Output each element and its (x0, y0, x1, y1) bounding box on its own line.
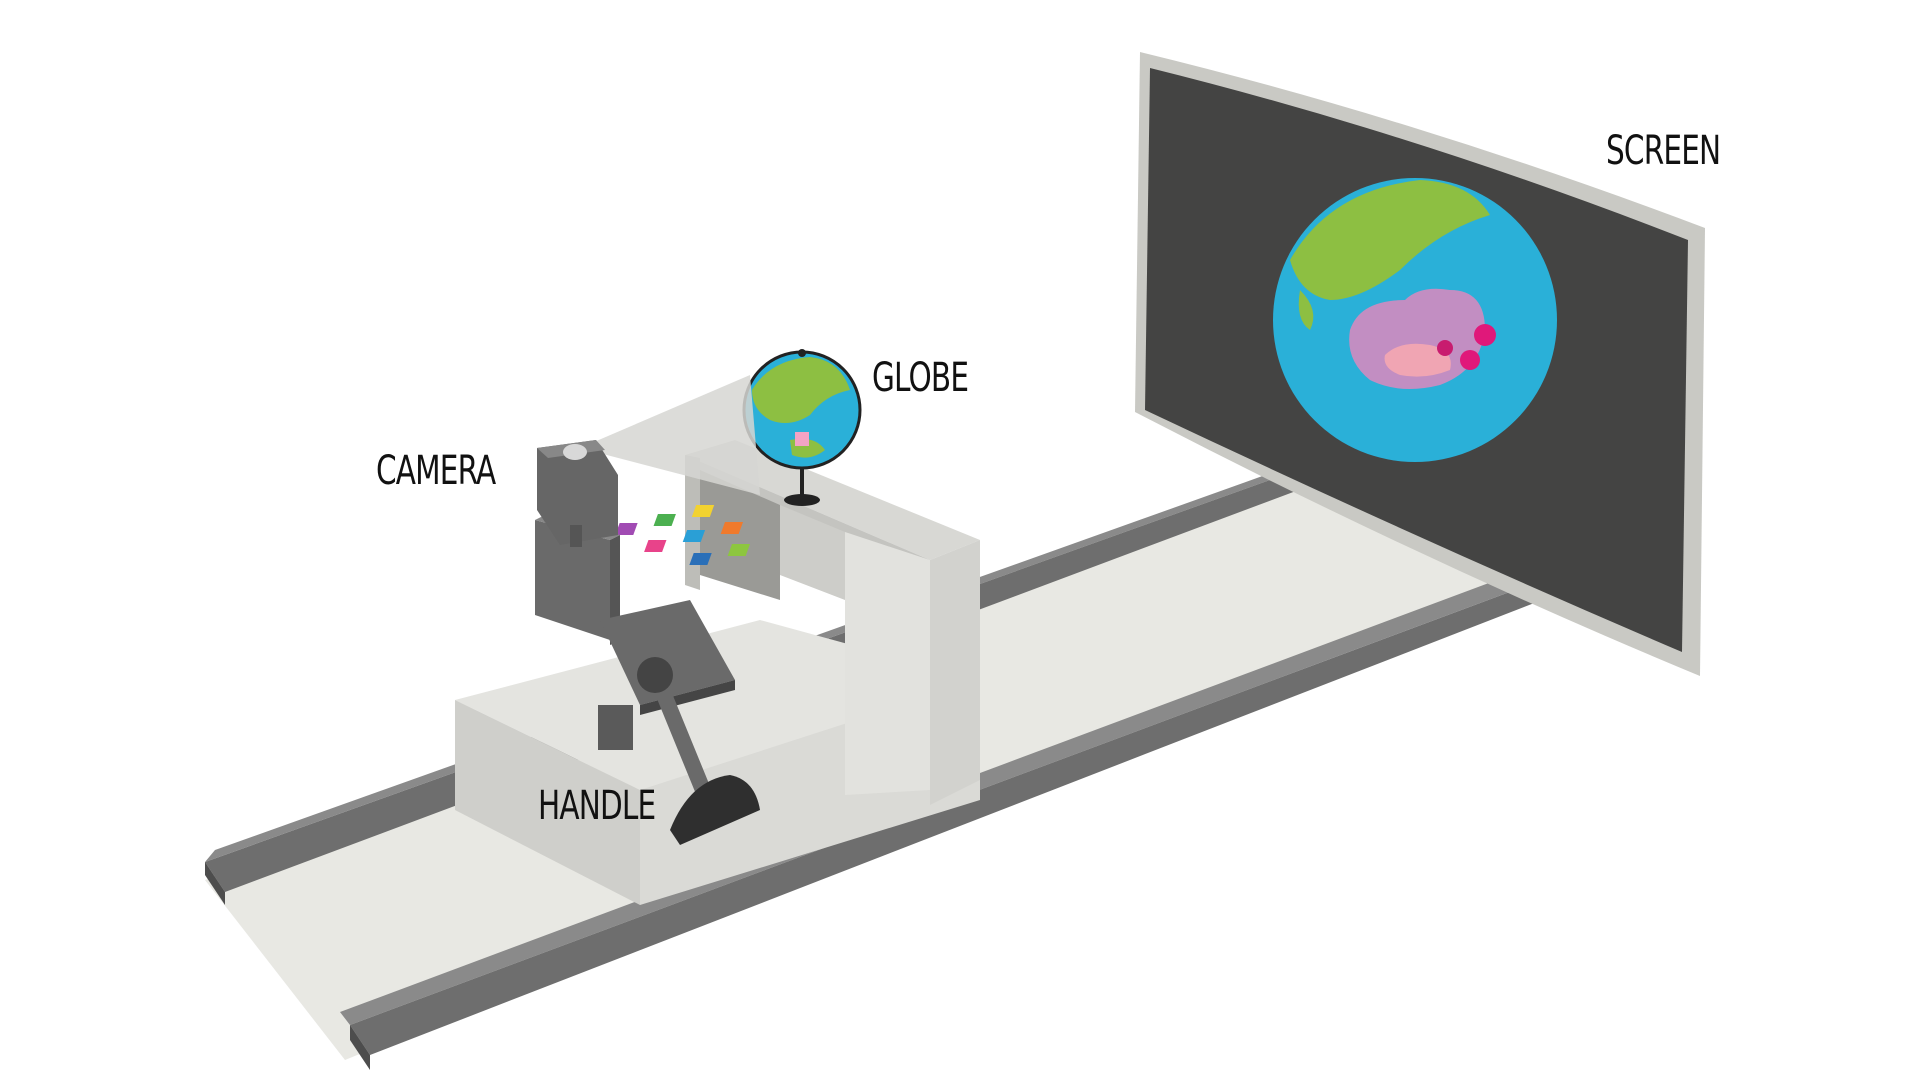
button-yellow[interactable] (691, 505, 715, 517)
camera-label: CAMERA (376, 448, 496, 494)
button-blue[interactable] (689, 553, 712, 565)
desk (685, 440, 980, 805)
heatmap-region (1349, 288, 1485, 389)
hotspot (1474, 324, 1496, 346)
projected-globe (1273, 178, 1557, 462)
screen (1135, 52, 1705, 676)
handle-label: HANDLE (538, 783, 656, 829)
screen-label: SCREEN (1606, 128, 1721, 174)
button-purple[interactable] (615, 523, 638, 535)
button-green[interactable] (653, 514, 676, 526)
camera-view-cone (580, 375, 760, 495)
handle-object (637, 657, 760, 845)
button-panel (615, 505, 751, 565)
button-orange[interactable] (720, 522, 744, 534)
camera-object (537, 440, 618, 547)
button-cyan[interactable] (682, 530, 706, 542)
button-magenta[interactable] (644, 540, 667, 552)
globe-object (742, 349, 862, 506)
globe-label: GLOBE (872, 355, 969, 401)
hotspot (1437, 340, 1453, 356)
button-lime[interactable] (727, 544, 751, 556)
hotspot (1460, 350, 1480, 370)
